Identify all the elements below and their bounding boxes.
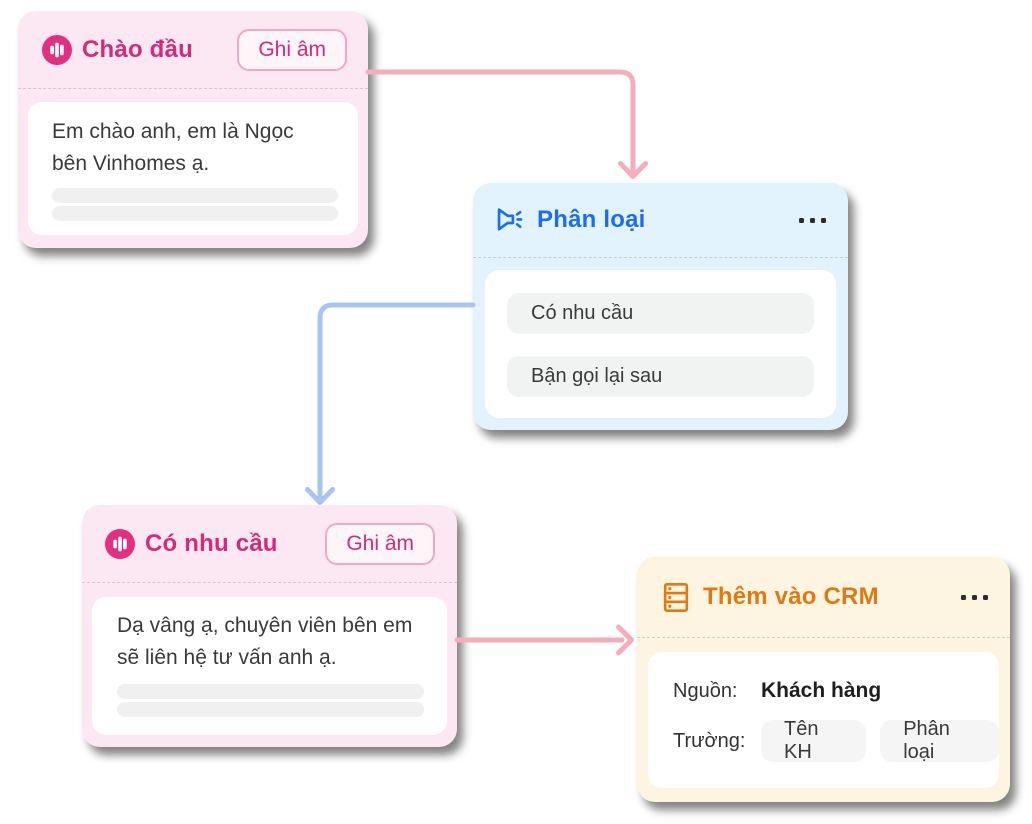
field-tag-ten-kh[interactable]: Tên KH (761, 718, 867, 763)
voice-wave-icon (105, 528, 135, 559)
node-classify[interactable]: Phân loại Có nhu cầu Bận gọi lại sau (473, 183, 848, 430)
node-menu-button[interactable] (959, 589, 990, 606)
speech-text: Em chào anh, em là Ngọc bên Vinhomes ạ. (52, 120, 294, 175)
edge-greeting-classify (365, 69, 648, 179)
node-menu-button[interactable] (797, 212, 828, 229)
voice-wave-icon (42, 34, 72, 65)
node-title: Phân loại (537, 206, 646, 233)
ellipsis-icon (972, 594, 977, 600)
record-button[interactable]: Ghi âm (237, 28, 347, 71)
node-greeting[interactable]: Chào đầu Ghi âm Em chào anh, em là Ngọc … (18, 11, 368, 248)
node-greeting-header: Chào đầu Ghi âm (18, 11, 368, 89)
placeholder-bar (117, 702, 424, 717)
database-icon (663, 582, 689, 613)
node-crm-body: Nguồn: Khách hàng Trường: Tên KH Phân lo… (648, 652, 999, 788)
node-classify-body: Có nhu cầu Bận gọi lại sau (485, 270, 836, 418)
field-tag-phan-loai[interactable]: Phân loại (880, 718, 999, 763)
option-chip-co-nhu-cau[interactable]: Có nhu cầu (507, 293, 814, 334)
record-button[interactable]: Ghi âm (325, 522, 435, 565)
node-crm-header: Thêm vào CRM (637, 557, 1010, 638)
node-classify-header: Phân loại (473, 183, 848, 258)
node-interested-header: Có nhu cầu Ghi âm (82, 505, 457, 583)
edge-classify-interested (305, 302, 476, 505)
speech-text: Dạ vâng ạ, chuyên viên bên em sẽ liên hệ… (117, 614, 413, 669)
ellipsis-icon (799, 217, 804, 223)
ellipsis-icon (821, 217, 826, 223)
node-title: Chào đầu (82, 35, 193, 63)
ellipsis-icon (961, 594, 966, 600)
node-title: Thêm vào CRM (703, 583, 879, 610)
node-greeting-body: Em chào anh, em là Ngọc bên Vinhomes ạ. (28, 102, 358, 235)
arrowhead-icon (618, 161, 648, 179)
ellipsis-icon (810, 217, 815, 223)
placeholder-bar (52, 206, 338, 221)
option-chip-ban-goi-lai-sau[interactable]: Bận gọi lại sau (507, 356, 814, 397)
node-interested[interactable]: Có nhu cầu Ghi âm Dạ vâng ạ, chuyên viên… (82, 505, 457, 747)
node-title: Có nhu cầu (145, 529, 278, 557)
source-label: Nguồn: (673, 679, 738, 702)
source-value: Khách hàng (761, 679, 882, 702)
crm-fields-row: Trường: Tên KH Phân loại (673, 718, 999, 763)
node-crm[interactable]: Thêm vào CRM Nguồn: Khách hàng Trường: T… (637, 557, 1010, 802)
edge-interested-crm (454, 624, 634, 656)
placeholder-bar (117, 684, 424, 699)
placeholder-bar (52, 188, 338, 203)
ellipsis-icon (983, 594, 988, 600)
fields-label: Trường: (673, 729, 746, 752)
node-interested-body: Dạ vâng ạ, chuyên viên bên em sẽ liên hệ… (92, 597, 447, 735)
arrowhead-icon (305, 487, 335, 505)
arrowhead-icon (616, 624, 634, 656)
crm-source-row: Nguồn: Khách hàng (673, 676, 999, 706)
speaker-icon (495, 205, 525, 235)
